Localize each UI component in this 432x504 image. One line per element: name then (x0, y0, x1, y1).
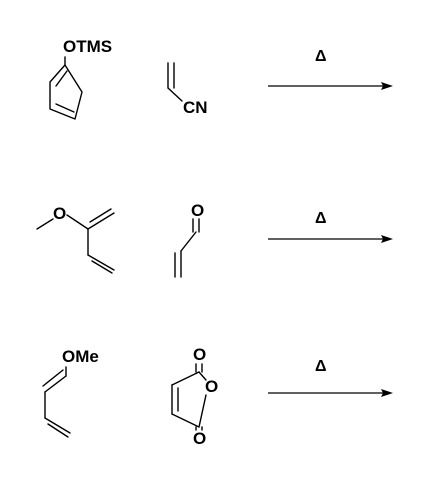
acrylonitrile: CN (167, 62, 208, 117)
reaction-1-arrow: Δ (268, 48, 393, 90)
heat-label-3: Δ (315, 358, 327, 375)
methoxy-o-label: O (53, 204, 66, 223)
reaction-2: O O Δ (36, 201, 393, 278)
ome-label: OMe (62, 347, 99, 366)
anhydride-top-o-label: O (193, 345, 206, 364)
reaction-3-arrow: Δ (268, 358, 393, 397)
anhydride-ring-o-label: O (205, 377, 218, 396)
heat-label-2: Δ (315, 210, 327, 227)
aldehyde-o-label: O (191, 201, 204, 220)
2-methoxy-butadiene: O (36, 204, 115, 274)
1-methoxy-butadiene: OMe (42, 347, 99, 438)
maleic-anhydride: O O O (171, 345, 218, 448)
reaction-1: OTMS CN Δ (49, 37, 393, 120)
reaction-3: OMe O O O (42, 345, 393, 448)
otms-label: OTMS (63, 37, 112, 56)
trimethylsilyloxy-cyclopentadiene: OTMS (49, 37, 112, 120)
cn-label: CN (183, 98, 208, 117)
acrolein: O (174, 201, 204, 278)
reaction-2-arrow: Δ (268, 210, 393, 243)
anhydride-bottom-o-label: O (193, 429, 206, 448)
heat-label-1: Δ (315, 48, 327, 65)
